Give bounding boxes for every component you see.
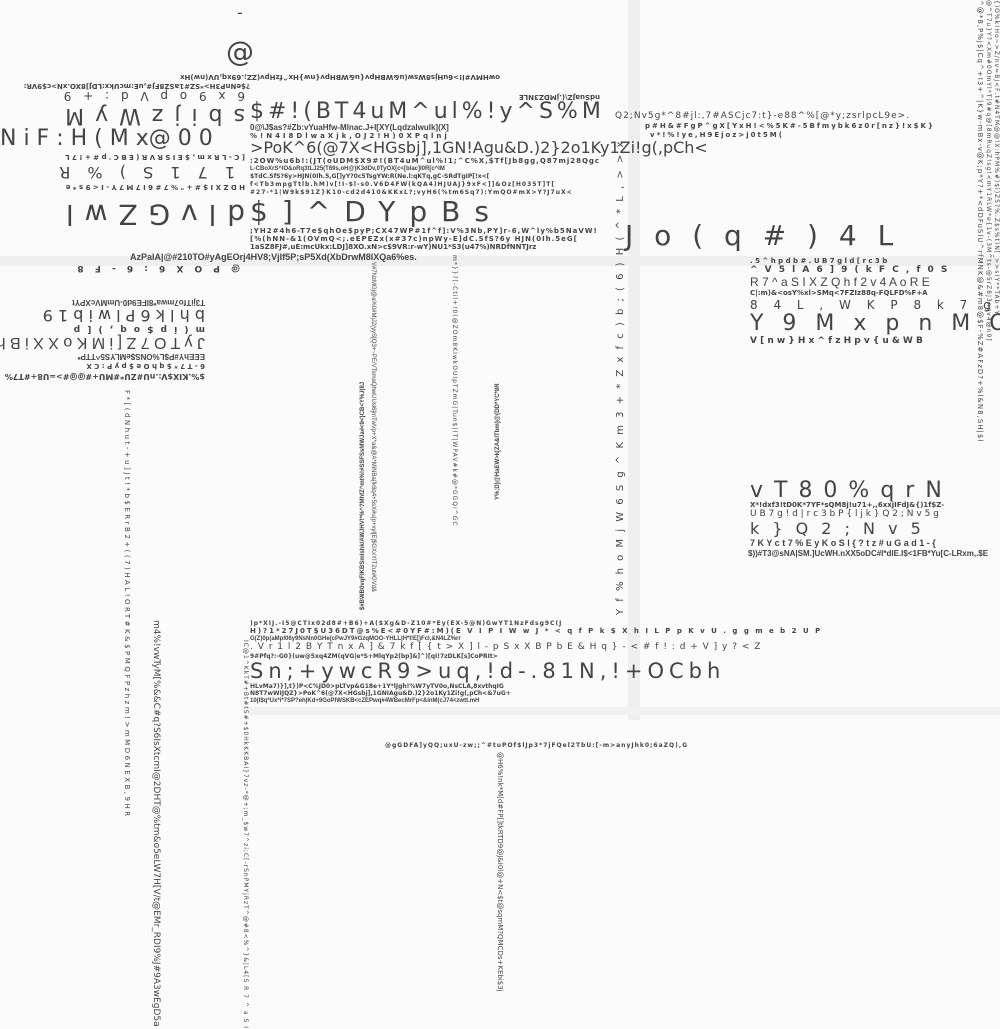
text-line: G(Z)0p(aMpl06y9NsNn0GHe(cPwJY9#GzqMOO-YH… [250, 636, 461, 642]
text-line: AzPalA|@#210TO#yAgEOrj4HV8;VjIf5P;sP5Xd(… [130, 252, 417, 262]
text-line: 1aSZ8FJ#,uE:mcUkx:LDJ]8XO.xN>c$9VR:r-wY)… [250, 243, 537, 251]
text-line: f<Tb3mpgTtlb.hM)v[!I-$l-s0.V6D4FW(kQA4)H… [250, 181, 556, 188]
text-line: owHMV#l!>6uHjs8Wsw(u&WBHpv{u&WBHpv{nw}Hx… [180, 73, 500, 81]
text-line: V [ n w } H x ^ f z H p v { u & W B [750, 336, 923, 346]
text-line: d l v G Z w l [64, 198, 245, 231]
divider-vertical [628, 0, 640, 720]
vertical-text: m4%!vwTyM[%&&C#q?S6IsXtcmI@2DHT@%tm&o5eL… [151, 620, 161, 1027]
text-line: $]^DYpBs [250, 195, 503, 228]
text-line: $TdC.SfS?6y>HJN(0Ih.5,G[]yY?0c5TsgYW:R(N… [250, 173, 490, 180]
text-line: T3jiTfo7mwa*8lFE9d0-UmMVcXPYt [72, 298, 205, 307]
text-line: 0@\J$as?#Zb:vYuaHfw-Mlnac.J+I[XY(Lqdzalw… [250, 123, 449, 132]
text-line: m ( i p $ o q , ) [ p [71, 324, 205, 334]
vertical-text: m*}}?[-Ctil+!0(@ZOm8KIwkOUIpTZmG|Tun$|(T… [451, 255, 458, 527]
text-line: @ P O X 6 : 6 - F 8 [73, 263, 240, 273]
text-line: $))#T3@sNA|SM.]UcWH.nXX5oDC#l*dlE.I$<1FB… [748, 549, 989, 558]
text-line: v*!%!ye,H9Ejoz>j0t5M( [650, 131, 784, 139]
text-line: ndSuaJZ\(.jMDZ3NLE [518, 93, 600, 101]
text-line: Sn;+ywcR9>uq,!d-.81N,!+OCbh [250, 659, 726, 683]
vertical-text: {)O%k!Ho~>Z/nv=BJ<F,t#N4TM@@!X:hPM%#)$l)… [993, 0, 1000, 316]
vertical-text: IC@1^KkT#+Bt#tS#+$0HkKKBAI}7vz-*@+;m_$w7… [242, 640, 249, 1029]
text-line: U B 7 g ! d | r c 3 b P { l j k } Q 2 ; … [750, 509, 939, 519]
vertical-text: V#7NzMGj@a%0#MjJ2(yyS[Q3+~PE/VTsmaQhwUUs… [370, 262, 376, 593]
text-line: X*!dxf3!tD0K*7YF*sQM8j!u71+,,6xxjIFdJ&{)… [750, 501, 945, 509]
text-line: 7 K Y c t 7 % E y K o S l { ? t z # u G … [750, 538, 936, 548]
text-line: $#!(BT4uM^ul%!y^S%M [250, 99, 605, 124]
text-line: v T 8 0 % q r N [750, 478, 944, 503]
text-line: ^ V 5 l A 6 ] 9 ( k F C , f 0 S [750, 265, 950, 275]
text-line: :2OW%u6b!:(JT(oUDM$X9#!(BT4uM^ul%!1;^C%X… [250, 157, 601, 165]
text-line: Y 9 M x p n M O [750, 311, 1000, 336]
text-line: $%.KIX$V:.nU#ZU*#MU+#@@#>=U8+#T7% [4, 372, 205, 381]
text-line: ;YH2#4h6-T7e$qhOe$pyP;CX47WP#1f^f]:V%3Nb… [250, 227, 598, 235]
text-line: R 7 ^ a S I X Z Q h f 2 v 4 A o R E [750, 275, 930, 289]
text-line: 1 7 1 S ) % R [53, 163, 235, 182]
text-line: ?$eNnP3H>*SZ#1aSZ8FJ#,uE:mcUkx:LDJ]8XO.x… [23, 82, 250, 90]
text-line: C|:m)&<osY%xl>SMq<7FZIz88q-FQLFD%F+A [750, 289, 928, 297]
text-line: #27-*1|W9k$91Z}K10-cd2d410&KKxL?;vyH6(%t… [250, 189, 573, 196]
text-line: N i F : H ( M x@ 0 0 [0, 126, 213, 151]
text-line: N8T7wWIJQZ}>PoK^6(@7X<HGsbj],1GNIAgu&D.)… [250, 690, 511, 697]
vertical-text: @^T7u}Y?<Xm#0OmYl*T)9#q@[8mRuqZ!sg!<mY1R… [985, 0, 992, 342]
text-line: Q2;Nv5g*^8#jl:,7#ASCjc7:t}-e88^%[@*y;zsr… [615, 111, 911, 121]
divider-horizontal-2 [248, 707, 1000, 715]
text-line: J y T O 7 Z [ i M K o X X i B h [0, 334, 205, 351]
divider-horizontal [0, 256, 1000, 266]
text-line: . 5 ^ h p d b # . U B 7 g l d [ r c 3 b [750, 257, 888, 265]
text-line: 6 x 9 o p V d : + 9 [59, 89, 245, 103]
text-line: . V r 1 l 2 B Y T n x A ] & 7 k f [ { t … [250, 642, 762, 652]
text-line: k } Q 2 ; N v 5 [750, 519, 925, 538]
text-line: )p*XIJ.-I5@CTIx02d8#+B6)+A($Xg&D-Z10#*Ey… [250, 620, 563, 627]
text-line: H)?1*27J0T$U36DT@s%E<#0YF#:M)(E V I P I … [250, 627, 823, 635]
vertical-text: Y%;D}@HaEW>k[ZA&lTbm}@{DD*YC*8R [495, 383, 501, 500]
text-line: EEEhY#P$L%ONS$eMLYS5^TTP* [77, 352, 205, 361]
text-line: s b i j z W y M [63, 103, 245, 128]
text-line: p#H&#FgP^gX[YxH!<%5K#-5Bfmybk6z0r[nz}!x$… [645, 122, 935, 130]
vertical-text: @H6%!nk*M[d#FP[]tkRTD9@J&I0l@+N<$t@sqmM?… [496, 752, 504, 992]
vertical-text: $#BWB0vqFIKBSmlshk/AWJHV!*%^?MhfZ^mt%!#S… [360, 381, 366, 610]
text-line: HLvMa7)}],t})P<C%JD0>pLTvp&G18e+1Y*lJgh!… [250, 683, 504, 690]
text-line: 6 - T 7 * $ q h O e $ p y P : C X [86, 362, 205, 370]
text-line: 10(I$q*Ux*i*7SP?eh|Kd+9GoPIWSKB<cZEPwq#4… [250, 698, 480, 704]
text-line: H D Z X I $ # + " % 7 # 6 I 7 M 7 Y - I … [65, 183, 245, 191]
text-line: 9#Pfq?:-G0}(uw@5xq4ZM(qVG|e*S+MlqYp2(bp]… [250, 653, 498, 660]
text-line: b h l k 6 P l w i b 1 9 [42, 306, 205, 325]
text-line: J o ( q # ) 4 L [625, 219, 900, 252]
vertical-text: F*[(dNhut-+u]Jt!*b$ERrB2+((7)HAL!ORT#K&$… [123, 390, 131, 819]
vertical-text: ^@*8,P%j$|Cq^+I3+^|K}w-mBx-v@K;p*Y?+*<dD… [976, 0, 984, 443]
vertical-text: Y f % h o M j W 6 S g ^ K m 3 + * Z x f … [615, 139, 626, 615]
dash-symbol: - [237, 3, 243, 22]
text-line: 8 4 L , W K P 8 k 7 g , [750, 298, 1000, 312]
text-line: %!N4I8DlwaXjk,OJ2!H)0XPqlnj [250, 132, 450, 140]
text-line: @gGDFA]yQQ;uxU-zw;;^#tuPOf$lJp3*7jFQel2T… [385, 742, 689, 749]
text-line: >PoK^6(@7X<HGsbj],1GN!Agu&D.)2}2o1Ky1Zi!… [250, 138, 708, 157]
text-line: [%(hNN-&1(OVmQ<;.eEPEZx(x#37c)npWy-E]dC.… [250, 235, 578, 243]
at-symbol: @ [226, 35, 254, 68]
text-line: [ C - L R x m , $ E I S R V R ( E B C ' … [65, 153, 245, 161]
text-line: L-CBoXrS^IO&oRq3tLJ25(T69s,oH@)K3dDv,0Ty… [250, 166, 445, 172]
